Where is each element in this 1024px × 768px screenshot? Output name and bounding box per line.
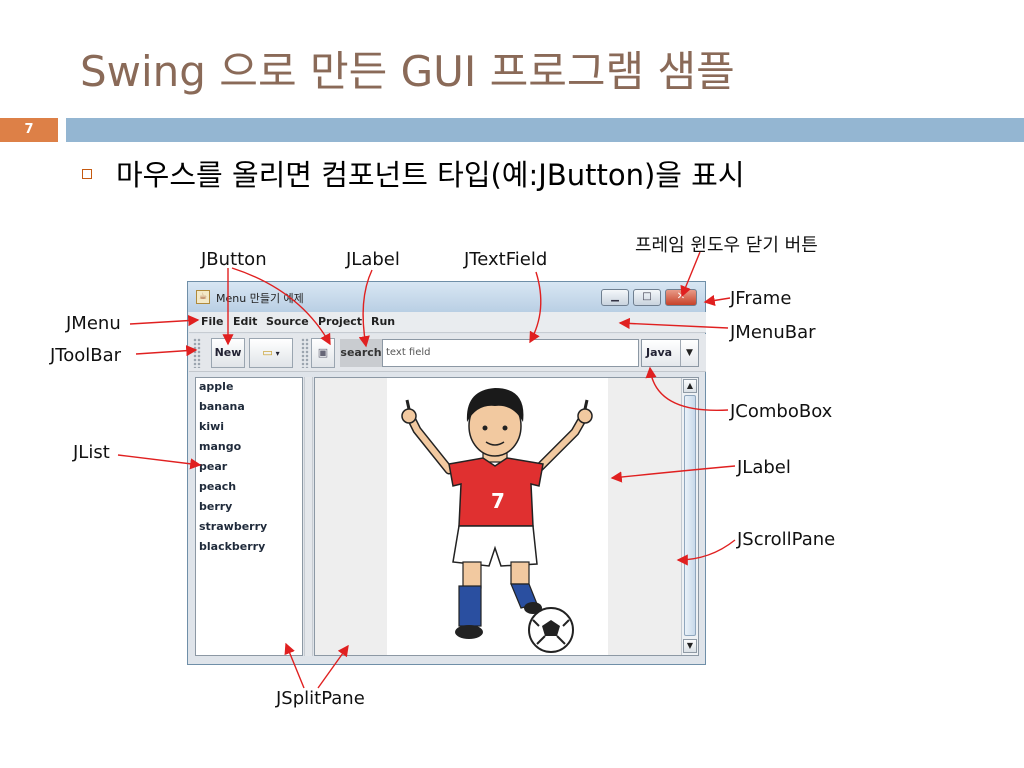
menu-project[interactable]: Project — [318, 315, 363, 328]
jersey-number: 7 — [491, 489, 505, 513]
tool-bar: New ▭ ▾ ▣ search text field Java ▼ — [189, 334, 706, 372]
image-label-area: 7 — [315, 378, 681, 655]
chevron-down-icon[interactable]: ▼ — [680, 340, 698, 366]
fruit-list: apple banana kiwi mango pear peach berry… — [195, 377, 303, 656]
menu-bar: File Edit Source Project Run — [189, 312, 706, 333]
list-item[interactable]: pear — [199, 460, 228, 473]
list-item[interactable]: berry — [199, 500, 233, 513]
maximize-icon[interactable]: □ — [633, 289, 661, 306]
toolbar-grip-handle-2[interactable] — [301, 338, 309, 368]
slide-title: Swing 으로 만든 GUI 프로그램 샘플 — [80, 47, 735, 96]
menu-edit[interactable]: Edit — [233, 315, 258, 328]
arrow-jframe — [703, 294, 731, 306]
annotation-jframe: JFrame — [730, 288, 792, 309]
menu-source[interactable]: Source — [266, 315, 309, 328]
annotation-jlabel-top: JLabel — [346, 249, 400, 270]
scroll-up-icon[interactable]: ▲ — [683, 379, 697, 393]
annotation-jmenu: JMenu — [66, 313, 121, 334]
minimize-icon[interactable]: ▁ — [601, 289, 629, 306]
bullet-marker — [82, 169, 92, 179]
search-label: search — [340, 339, 382, 367]
image-label: 7 — [387, 378, 608, 655]
annotation-jbutton: JButton — [201, 249, 267, 270]
menu-run[interactable]: Run — [371, 315, 396, 328]
text-field-input[interactable]: text field — [382, 339, 639, 367]
annotation-jtoolbar: JToolBar — [50, 345, 122, 366]
vertical-scrollbar[interactable]: ▲ ▼ — [681, 378, 698, 655]
slide-number: 7 — [0, 118, 58, 142]
new-button[interactable]: New — [211, 338, 245, 368]
annotation-jlabel-right: JLabel — [737, 457, 791, 478]
list-item[interactable]: blackberry — [199, 540, 266, 553]
annotation-frame-close: 프레임 윈도우 닫기 버튼 — [635, 235, 818, 256]
annotation-jtextfield: JTextField — [464, 249, 548, 270]
list-item[interactable]: peach — [199, 480, 237, 493]
list-item[interactable]: kiwi — [199, 420, 225, 433]
list-item[interactable]: banana — [199, 400, 245, 413]
title-accent-bar — [66, 118, 1024, 142]
list-item[interactable]: strawberry — [199, 520, 268, 533]
swing-window-jframe: ☕ Menu 만들기 예제 ▁ □ ✕ File Edit Source Pro… — [187, 281, 706, 665]
new-folder-icon: ▭ — [262, 346, 273, 359]
annotation-jlist: JList — [73, 442, 110, 463]
scroll-down-icon[interactable]: ▼ — [683, 639, 697, 653]
annotation-jmenubar: JMenuBar — [730, 322, 816, 343]
menu-file[interactable]: File — [201, 315, 224, 328]
list-item[interactable]: apple — [199, 380, 234, 393]
language-combo-box[interactable]: Java ▼ — [641, 339, 699, 367]
new-folder-dropdown-button[interactable]: ▭ ▾ — [249, 338, 293, 368]
toolbar-grip-handle[interactable] — [193, 338, 201, 368]
annotation-jsplitpane: JSplitPane — [276, 688, 365, 709]
bullet-text: 마우스를 올리면 컴포넌트 타입(예:JButton)을 표시 — [116, 158, 745, 192]
annotation-jscrollpane: JScrollPane — [737, 529, 836, 550]
save-button[interactable]: ▣ — [311, 338, 335, 368]
list-item[interactable]: mango — [199, 440, 242, 453]
window-title-bar[interactable]: ☕ Menu 만들기 예제 ▁ □ ✕ — [188, 282, 705, 312]
scroll-pane: 7 ▲ ▼ — [314, 377, 699, 656]
window-caption: Menu 만들기 예제 — [216, 292, 304, 305]
save-icon: ▣ — [317, 346, 329, 359]
combo-selected-value: Java — [646, 346, 673, 359]
close-icon[interactable]: ✕ — [665, 289, 697, 306]
chevron-down-icon: ▾ — [272, 349, 280, 358]
annotation-jcombobox: JComboBox — [730, 401, 833, 422]
java-app-icon: ☕ — [196, 290, 210, 304]
soccer-player-illustration: 7 — [401, 388, 593, 653]
split-pane-divider[interactable] — [304, 377, 313, 656]
scroll-thumb[interactable] — [684, 395, 696, 636]
